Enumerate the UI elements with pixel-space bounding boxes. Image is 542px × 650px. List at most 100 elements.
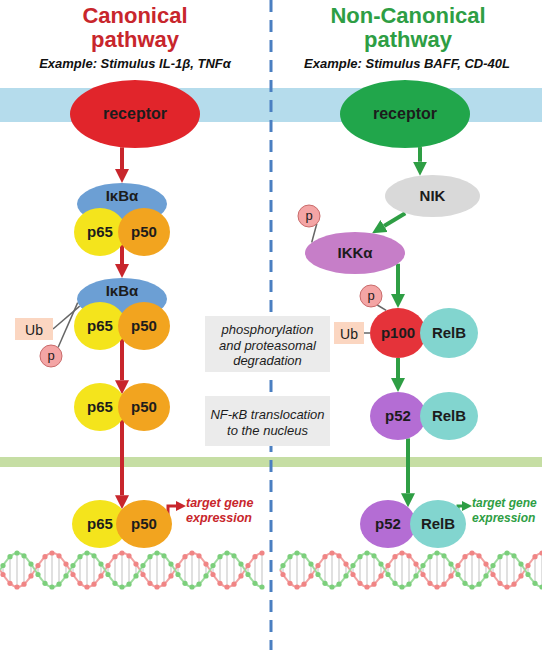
dna-base [539,550,542,555]
dna-strand [0,553,262,587]
dna-base [532,581,537,586]
dna-base [56,582,61,587]
dna-rung [359,557,361,584]
dna-base [539,584,542,589]
dna-rung [373,556,375,584]
dna-base [35,572,40,577]
node-text: p65 [87,399,113,416]
dna-base [196,582,201,587]
node-text: RelB [432,325,466,342]
dna-base [490,563,495,568]
dna-base [287,554,292,559]
dna-base [147,581,152,586]
dna-base [504,584,509,589]
dna-base [385,563,390,568]
dna-base [28,573,33,578]
dna-base [413,561,418,566]
dna-base [322,554,327,559]
dna-base [105,572,110,577]
dna-rung [23,556,25,584]
dna-base [392,581,397,586]
dna-base [392,554,397,559]
node-text: p52 [385,408,411,425]
dna-base [175,572,180,577]
dna-base [175,563,180,568]
p50-subunit: p50 [118,302,170,350]
dna-base [315,563,320,568]
dna-base [0,563,5,568]
dna-base [49,550,54,555]
dna-base [455,572,460,577]
dna-base [434,550,439,555]
dna-base [350,563,355,568]
kinase-ellipse: IKKα [305,232,405,274]
dna-base [315,572,320,577]
dna-rung [16,553,18,587]
dna-base [245,572,250,577]
dna-base [329,584,334,589]
dna-base [427,554,432,559]
node-shape [370,308,426,358]
dna-base [287,581,292,586]
dna-rung [93,556,95,584]
dna-base [56,553,61,558]
dna-base [329,550,334,555]
dna-rung [121,553,123,587]
dna-base [126,553,131,558]
dna-base [112,581,117,586]
dna-rung [366,553,368,587]
dna-base [189,584,194,589]
pathway-arrow [418,147,422,162]
dna-rung [394,557,396,584]
dna-rung [254,557,256,584]
kinase-ellipse: NIK [385,175,480,217]
node-shape [118,208,170,256]
dna-base [42,554,47,559]
process-note-box: NF-κB translocation to the nucleus [205,396,330,446]
dna-base [77,554,82,559]
dna-base [182,554,187,559]
node-text: IκBα [106,283,139,300]
node-text: NIK [420,188,446,205]
dna-base [84,550,89,555]
p50-subunit: p50 [116,500,172,548]
dna-rung [296,553,298,587]
node-shape [305,232,405,274]
node-text: p65 [87,516,113,533]
dna-base [126,582,131,587]
node-text: p100 [381,325,415,342]
dna-rung [401,553,403,587]
node-shape [370,392,426,440]
pathway-arrow [396,358,400,378]
dna-base [350,572,355,577]
node-text: p50 [131,224,157,241]
dna-base [168,561,173,566]
dna-rung [289,557,291,584]
dna-base [217,554,222,559]
dna-base [203,573,208,578]
dna-base [98,561,103,566]
dna-base [420,563,425,568]
dna-base [336,582,341,587]
dna-base [399,584,404,589]
dna-base [14,584,19,589]
node-shape [360,500,416,548]
dna-base [252,554,257,559]
dna-base [119,584,124,589]
dna-base [469,584,474,589]
node-text: p [367,289,374,303]
dna-base [147,554,152,559]
node-shape [360,285,382,307]
relb-subunit: RelB [420,392,478,440]
dna-rung [324,557,326,584]
dna-base [371,582,376,587]
node-text: p [305,209,312,223]
dna-base [371,553,376,558]
stimulus-example: Example: Stimulus BAFF, CD-40L [277,56,537,72]
dna-base [301,553,306,558]
pathway-arrow [406,438,410,493]
dna-rung [79,557,81,584]
connector-layer [53,147,420,495]
